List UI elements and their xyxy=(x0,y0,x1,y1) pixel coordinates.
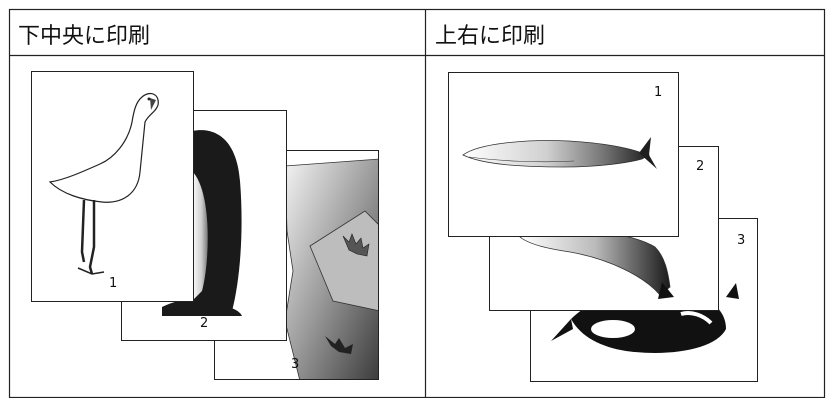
page-number-3: 3 xyxy=(291,357,300,372)
page-number-1: 1 xyxy=(654,85,663,100)
page-number-3: 3 xyxy=(737,233,746,248)
blue-whale-illustration xyxy=(462,137,657,169)
flamingo-illustration xyxy=(48,92,159,275)
left-page-3: 3 xyxy=(214,150,379,380)
penguin-illustration xyxy=(162,130,242,316)
right-page-1: 1 xyxy=(448,72,679,237)
page-number-1: 1 xyxy=(109,276,118,291)
page-number-2: 2 xyxy=(696,159,705,174)
left-page-1: 1 xyxy=(31,71,194,302)
left-column-header: 下中央に印刷 xyxy=(18,24,151,49)
page-number-2: 2 xyxy=(200,316,209,331)
eagle-illustration xyxy=(284,158,378,379)
right-column-header: 上右に印刷 xyxy=(435,24,546,49)
